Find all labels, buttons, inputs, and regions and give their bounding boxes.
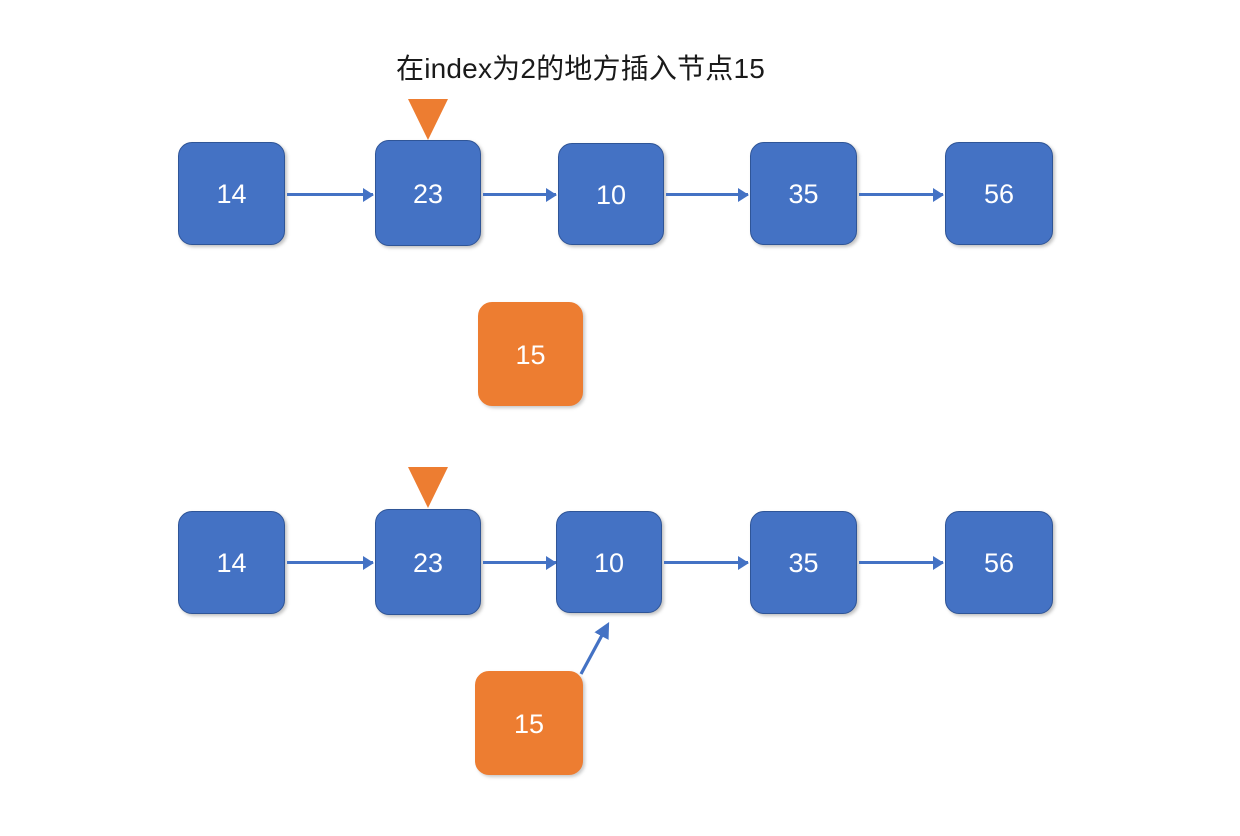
list-node-23-after[interactable]: 23 <box>375 509 481 615</box>
list-node-label: 14 <box>216 179 247 209</box>
connector-arrow-10-to-35-before <box>666 193 748 196</box>
list-node-35-after[interactable]: 35 <box>750 511 857 614</box>
list-node-14-before[interactable]: 14 <box>178 142 285 245</box>
list-node-label: 14 <box>216 548 247 578</box>
new-node-15-before[interactable]: 15 <box>478 302 583 406</box>
list-node-label: 23 <box>412 178 444 209</box>
list-node-56-before[interactable]: 56 <box>945 142 1053 245</box>
list-node-35-before[interactable]: 35 <box>750 142 857 245</box>
new-node-label: 15 <box>513 708 545 739</box>
insert-link-arrow-15-to-10 <box>579 622 610 675</box>
connector-arrow-10-to-35-after <box>664 561 748 564</box>
list-node-10-before[interactable]: 10 <box>558 143 664 245</box>
connector-arrow-23-to-10-before <box>483 193 556 196</box>
connector-arrow-35-to-56-before <box>859 193 943 196</box>
connector-arrow-14-to-23-after <box>287 561 373 564</box>
list-node-10-after[interactable]: 10 <box>556 511 662 613</box>
connector-arrow-23-to-10-after <box>483 561 556 564</box>
connector-arrow-14-to-23-before <box>287 193 373 196</box>
list-node-label: 10 <box>593 547 625 578</box>
page-title: 在index为2的地方插入节点15 <box>396 53 766 84</box>
list-node-label: 23 <box>412 547 444 578</box>
connector-arrow-35-to-56-after <box>859 561 943 564</box>
new-node-15-after[interactable]: 15 <box>475 671 583 775</box>
insert-position-pointer-icon <box>408 99 448 140</box>
list-node-label: 56 <box>983 179 1015 209</box>
list-node-label: 56 <box>983 548 1015 578</box>
new-node-label: 15 <box>515 339 546 370</box>
list-node-56-after[interactable]: 56 <box>945 511 1053 614</box>
list-node-14-after[interactable]: 14 <box>178 511 285 614</box>
list-node-label: 35 <box>788 548 819 578</box>
list-node-label: 10 <box>595 179 627 210</box>
list-node-label: 35 <box>788 179 819 209</box>
insert-position-pointer-icon <box>408 467 448 508</box>
list-node-23-before[interactable]: 23 <box>375 140 481 246</box>
